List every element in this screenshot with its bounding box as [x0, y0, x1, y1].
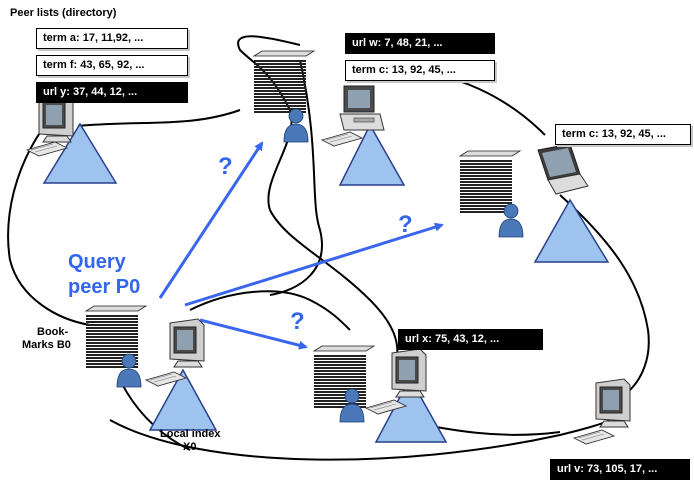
- link-top-down: [269, 59, 323, 296]
- query-peer-title-line2: peer P0: [68, 276, 141, 298]
- index-triangles: [42, 122, 610, 443]
- bottom-right-peer-entry-url-v: url v: 73, 105, 17, ...: [550, 459, 690, 480]
- directory-entry-term-f: term f: 43, 65, 92, ...: [36, 55, 188, 76]
- top-peer-person: [283, 108, 309, 143]
- query-peer-server-stack: [85, 305, 147, 369]
- directory-entry-term-a: term a: 17, 11,92, ...: [36, 28, 188, 49]
- local-index-label-line1: Local index: [160, 428, 221, 440]
- middle-peer-server-stack: [313, 345, 375, 409]
- arrow-to-top-peer: [158, 141, 264, 299]
- triangle-right-peer: [533, 198, 610, 263]
- triangle-query-peer: [148, 368, 218, 431]
- query-mark-top: ?: [218, 153, 233, 180]
- link-monitor-bottom: [189, 290, 351, 331]
- middle-peer-monitor: [391, 348, 427, 398]
- triangle-directory-peer: [42, 122, 118, 184]
- query-mark-right: ?: [398, 211, 413, 238]
- bottom-right-peer-keyboard: [573, 429, 615, 445]
- link-bottom-arc: [109, 419, 611, 461]
- link-directory-top: [77, 109, 241, 127]
- link-top-loop: [237, 35, 399, 371]
- middle-peer-entry-url-x: url x: 75, 43, 12, ...: [398, 329, 543, 350]
- triangle-top-peer: [338, 123, 406, 186]
- link-right-side: [559, 194, 650, 391]
- query-arrows: [158, 141, 444, 350]
- bookmarks-label-line2: Marks B0: [22, 339, 71, 351]
- top-peer-server-stack: [253, 50, 315, 114]
- query-mark-middle: ?: [290, 308, 305, 335]
- top-peer-desktop: [339, 85, 385, 131]
- right-peer-laptop: [537, 143, 589, 195]
- top-peer-entry-term-c: term c: 13, 92, 45, ...: [345, 60, 495, 81]
- local-index-label-line2: X0: [183, 441, 197, 453]
- directory-heading: Peer lists (directory): [10, 7, 117, 19]
- directory-entry-url-y: url y: 37, 44, 12, ...: [36, 82, 188, 103]
- top-peer-entry-url-w: url w: 7, 48, 21, ...: [345, 33, 495, 54]
- middle-peer-person: [339, 388, 365, 423]
- query-peer-monitor: [169, 318, 205, 368]
- bookmarks-label-line1: Book-: [37, 326, 69, 338]
- query-peer-title-line1: Query: [68, 251, 126, 273]
- right-peer-entry-term-c: term c: 13, 92, 45, ...: [555, 124, 691, 145]
- bottom-right-peer-monitor: [595, 378, 631, 428]
- arrow-to-middle-peer: [199, 318, 308, 350]
- top-peer-keyboard: [321, 131, 363, 147]
- arrow-to-right-peer: [184, 222, 444, 307]
